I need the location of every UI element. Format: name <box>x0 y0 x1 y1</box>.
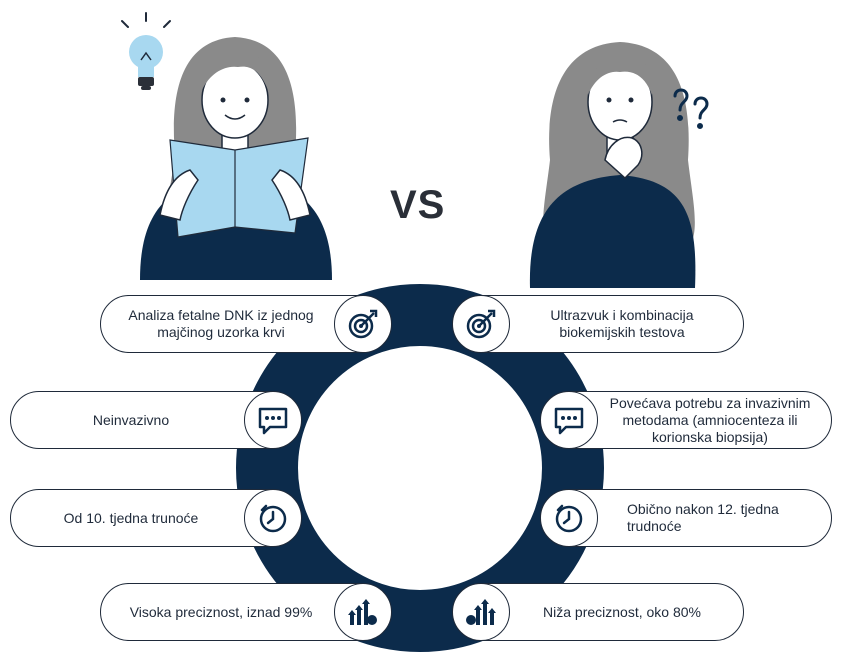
chat-bubble-icon <box>540 391 598 449</box>
left-item-3-text: Od 10. tjedna trunoće <box>63 509 199 526</box>
right-item-2-text: Povećava potrebu za invazivnim metodama … <box>609 394 811 445</box>
vs-title: VS <box>390 183 446 227</box>
clock-icon <box>540 489 598 547</box>
clock-icon <box>244 489 302 547</box>
right-item-1-text: Ultrazvuk i kombinacija biokemijskih tes… <box>550 307 694 340</box>
left-item-2-text: Neinvazivno <box>92 411 170 428</box>
idea-rays-icon <box>121 12 171 28</box>
target-icon <box>452 295 510 353</box>
light-bulb-icon <box>129 35 163 90</box>
decline-chart-icon <box>452 583 510 641</box>
target-icon <box>334 295 392 353</box>
right-item-3-text: Obično nakon 12. tjedna trudnoće <box>627 501 779 534</box>
right-item-4-text: Niža preciznost, oko 80% <box>543 603 701 620</box>
chat-bubble-icon <box>244 391 302 449</box>
woman-reading-illustration <box>121 12 332 280</box>
woman-thinking-illustration <box>529 42 709 288</box>
growth-chart-icon <box>334 583 392 641</box>
left-item-1-text: Analiza fetalne DNK iz jednog majčinog u… <box>128 307 314 340</box>
left-item-4-text: Visoka preciznost, iznad 99% <box>129 603 313 620</box>
question-marks-icon <box>673 88 709 129</box>
